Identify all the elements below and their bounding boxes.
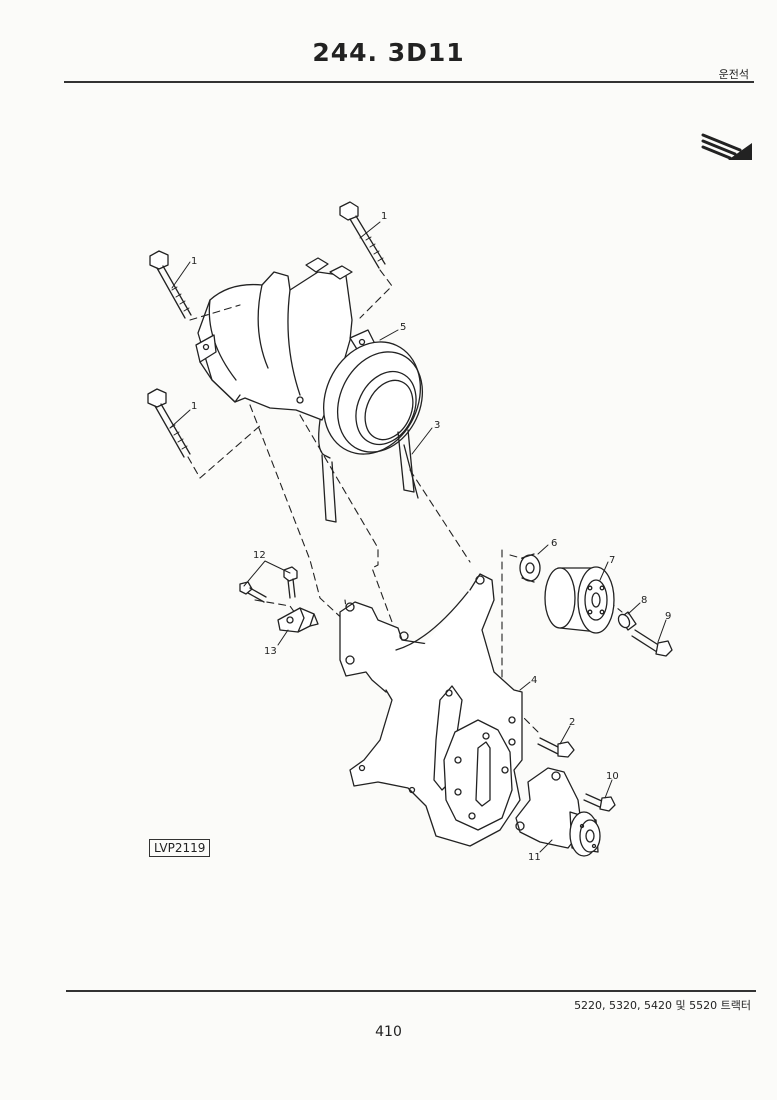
bolt-2 — [537, 737, 575, 758]
callout-label: 4 — [531, 675, 537, 686]
callout-label: 1 — [191, 256, 197, 267]
page-title: 244. 3D11 — [312, 38, 465, 67]
bolt-1-left-top — [149, 250, 192, 319]
callout-label: 2 — [569, 717, 575, 728]
callout-label: 3 — [434, 420, 440, 431]
callout-label: 5 — [400, 322, 406, 333]
footer-models: 5220, 5320, 5420 및 5520 트랙터 — [574, 999, 751, 1012]
bolt-9 — [631, 629, 673, 657]
compressor — [195, 257, 424, 459]
callout-label: 1 — [381, 211, 387, 222]
bolt-12-vertical — [283, 566, 298, 599]
callout-leaders — [169, 221, 667, 853]
page-number: 410 — [375, 1024, 402, 1040]
orientation-arrow-icon — [701, 133, 752, 160]
bracket-13 — [277, 607, 319, 633]
bolt-12-horizontal — [239, 581, 267, 603]
callout-label: 12 — [253, 550, 266, 561]
section-label: 운전석 — [718, 68, 749, 81]
callout-label: 1 — [191, 401, 197, 412]
callout-label: 8 — [641, 595, 647, 606]
footer-rule — [66, 990, 756, 992]
callout-label: 6 — [551, 538, 557, 549]
bolt-1-top — [339, 201, 386, 269]
figure-code: LVP2119 — [149, 839, 211, 857]
callout-label: 10 — [606, 771, 619, 782]
spacer-6 — [519, 553, 541, 583]
callout-label: 13 — [264, 646, 277, 657]
mounting-bracket — [339, 573, 523, 847]
bolt-1-left-bottom — [147, 388, 191, 458]
idler-pulley-7 — [544, 566, 615, 634]
bushing-8 — [617, 611, 637, 631]
header-rule — [64, 81, 754, 83]
bolt-10 — [583, 793, 616, 812]
bearing-housing-11 — [515, 767, 601, 857]
callout-label: 7 — [609, 555, 615, 566]
callout-label: 11 — [528, 852, 541, 863]
callout-label: 9 — [665, 611, 671, 622]
